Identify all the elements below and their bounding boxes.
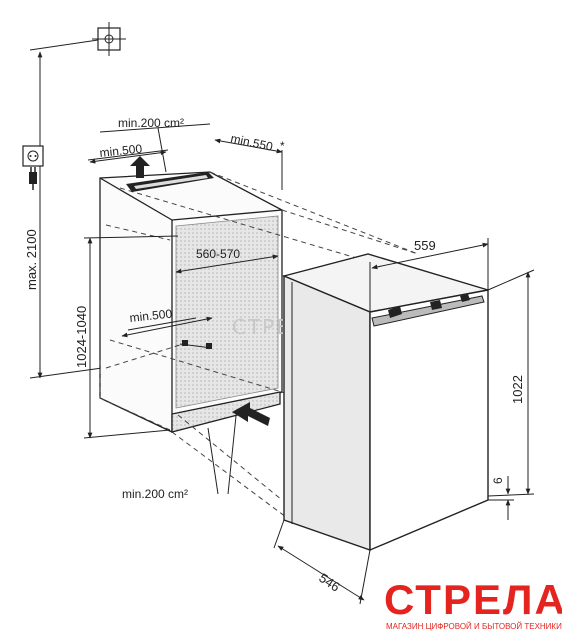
brand-name: СТРЕЛА [384,576,562,623]
ceiling-socket-icon [29,22,126,56]
max-height-dimension [29,51,103,379]
plinth-gap-dimension [488,476,514,520]
bottom-vent-area-leaders [207,415,237,495]
niche-height-dimension [83,235,179,439]
niche-width-dimension [175,254,279,274]
projection-lines [99,171,419,521]
niche-width-label: 560-570 [196,247,240,261]
top-vent-area-label: min.200 cm² [118,116,184,130]
wall-socket-icon [22,145,44,167]
appliance [281,253,489,552]
top-vent-dimensions [87,123,283,190]
bottom-vent-depth-label: min.500 [129,307,173,325]
appliance-height-label: 1022 [510,375,525,404]
appliance-height-dimension [487,269,535,497]
max-height-label: max. 2100 [24,229,39,290]
appliance-depth-dimension [273,519,371,605]
bottom-vent-area-label: min.200 cm² [122,487,188,501]
power-plug-icon [29,167,37,190]
niche-depth-mark: * [280,139,285,153]
cabinet-niche [99,171,283,433]
brand-tagline: МАГАЗИН ЦИФРОВОЙ И БЫТОВОЙ ТЕХНИКИ [386,622,562,631]
appliance-depth-label: 546 [316,570,342,595]
bottom-airflow-arrow [232,402,270,426]
plinth-gap-label: 6 [491,477,505,484]
appliance-width-label: 559 [414,238,436,253]
niche-depth-label: min.550 [229,131,274,154]
top-vent-depth-label: min.500 [99,142,143,160]
brand-logo: СТРЕЛА МАГАЗИН ЦИФРОВОЙ И БЫТОВОЙ ТЕХНИК… [384,576,562,631]
niche-height-label: 1024-1040 [74,306,89,368]
appliance-width-dimension [369,238,489,312]
bottom-vent-marker [182,340,212,349]
door-hinge-top [371,294,485,327]
